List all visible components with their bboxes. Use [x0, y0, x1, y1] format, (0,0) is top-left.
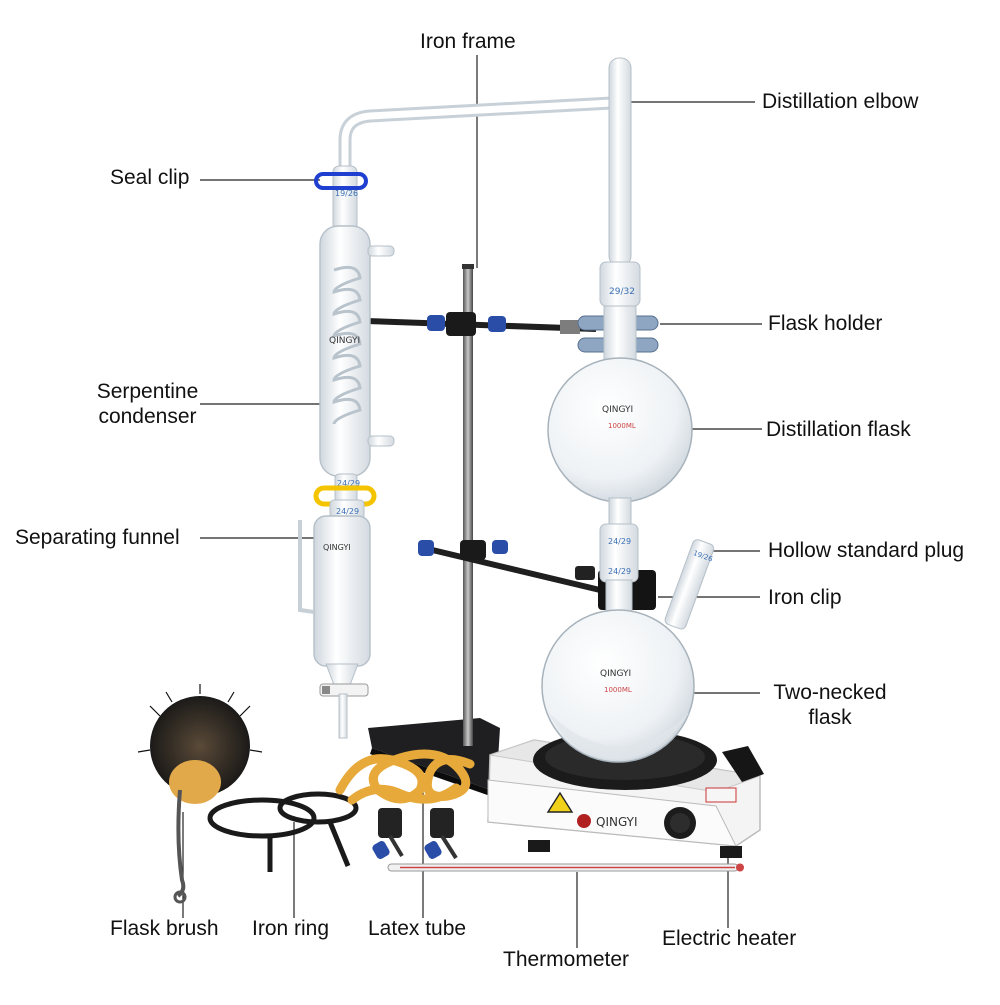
label-two-necked-flask: flask — [808, 706, 852, 729]
two-neck-joint-text: 24/29 — [608, 567, 631, 576]
label-condenser: condenser — [98, 405, 197, 428]
label-hollow-standard-plug: Hollow standard plug — [768, 539, 965, 562]
distillation-flask-brand: QINGYI — [602, 405, 633, 415]
upper-clamp — [365, 312, 597, 336]
label-flask-holder: Flask holder — [768, 312, 883, 335]
label-separating-funnel: Separating funnel — [15, 526, 180, 549]
two-necked-flask: 19/26 QINGYI 1000ML — [541, 539, 715, 763]
label-serpentine: Serpentine — [96, 380, 199, 403]
two-necked-flask-brand: QINGYI — [600, 669, 631, 679]
power-indicator — [577, 814, 591, 828]
separating-funnel: 24/29 QINGYI — [298, 499, 371, 739]
label-flask-brush: Flask brush — [110, 917, 219, 940]
label-electric-heater: Electric heater — [662, 927, 797, 950]
distillation-flask-mark: 1000ML — [608, 422, 636, 430]
condenser-brand: QINGYI — [329, 336, 360, 346]
hose-clamp-left — [372, 808, 404, 859]
label-distillation-elbow: Distillation elbow — [762, 90, 919, 113]
label-iron-clip: Iron clip — [768, 586, 842, 609]
elbow-joint-text: 29/32 — [609, 287, 635, 297]
heat-warning-icon — [546, 791, 574, 813]
thermometer — [387, 863, 744, 872]
iron-frame-rod — [463, 266, 473, 746]
funnel-brand: QINGYI — [323, 543, 351, 552]
hollow-standard-plug — [664, 539, 715, 630]
distillation-flask: QINGYI 1000ML — [547, 357, 693, 529]
adapter-joint-text: 24/29 — [608, 537, 631, 546]
seal-clip-blue — [314, 172, 368, 190]
heater-brand-text: QINGYI — [596, 815, 638, 829]
label-iron-frame: Iron frame — [420, 30, 516, 53]
two-necked-flask-mark: 1000ML — [604, 686, 632, 694]
power-plug — [722, 746, 764, 782]
latex-tube — [335, 749, 475, 805]
serpentine-condenser: 19/26 QINGYI 24/29 — [319, 165, 395, 505]
label-latex-tube: Latex tube — [368, 917, 467, 940]
funnel-joint-text: 24/29 — [336, 507, 359, 516]
label-seal-clip: Seal clip — [110, 166, 190, 189]
flask-brush — [137, 684, 263, 904]
distillation-elbow: 29/32 — [338, 57, 641, 307]
label-two-necked: Two-necked — [773, 681, 887, 704]
hose-clamp-right — [424, 808, 458, 860]
condenser-top-joint-text: 19/26 — [335, 189, 358, 198]
flask-adapter: 24/29 24/29 — [599, 523, 639, 583]
label-thermometer: Thermometer — [503, 948, 630, 971]
iron-ring — [207, 791, 359, 872]
label-iron-ring: Iron ring — [252, 917, 330, 940]
label-distillation-flask: Distillation flask — [766, 418, 911, 441]
condenser-bottom-joint-text: 24/29 — [337, 479, 360, 488]
